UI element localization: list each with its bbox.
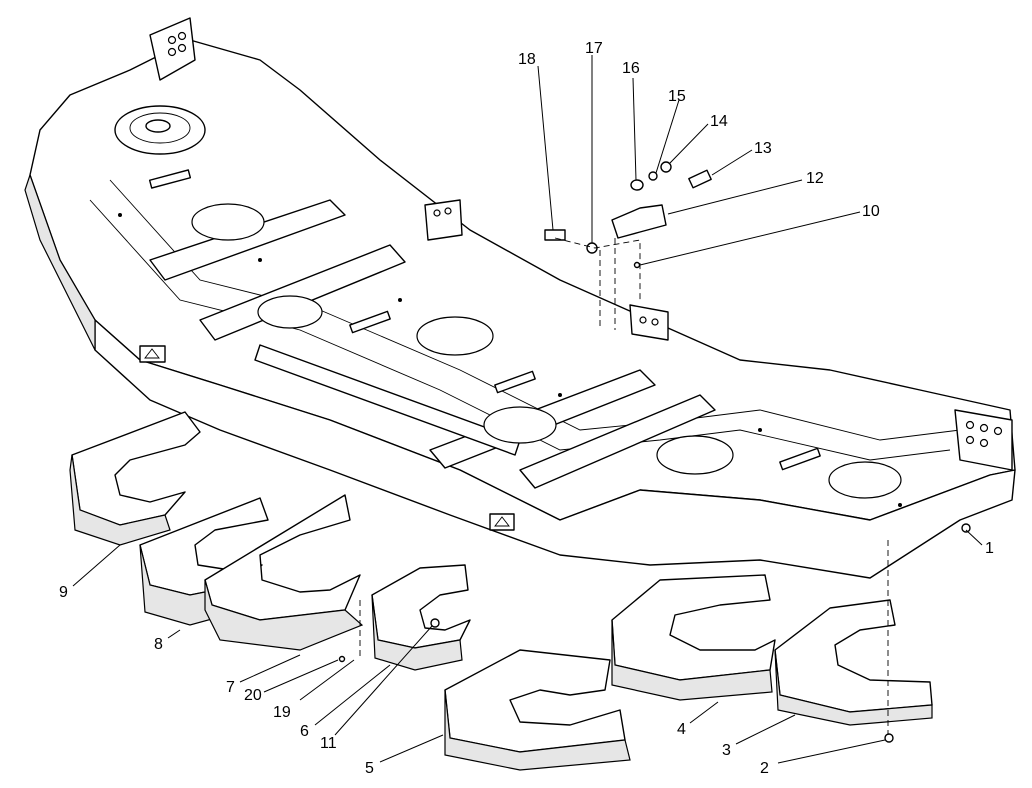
mount-bracket-right (954, 409, 1013, 471)
bolt-2 (884, 733, 894, 743)
callout-5: 5 (365, 760, 374, 777)
drive-pulley (114, 105, 206, 155)
callout-20: 20 (244, 687, 262, 704)
spindle-opening-left (191, 203, 265, 241)
baffle-3 (774, 599, 933, 726)
mount-bracket-center (424, 199, 669, 341)
callout-19: 19 (273, 704, 291, 721)
callout-2: 2 (760, 760, 769, 777)
callout-labels: 1 2 3 4 5 6 7 8 9 10 11 12 13 14 15 16 1… (59, 40, 994, 777)
callout-3: 3 (722, 742, 731, 759)
spindle-opening-center (416, 316, 494, 356)
baffle-4 (611, 574, 776, 701)
callout-9: 9 (59, 584, 68, 601)
callout-18: 18 (518, 51, 536, 68)
bolt-11 (430, 618, 440, 628)
baffle-5 (444, 649, 631, 771)
callout-6: 6 (300, 723, 309, 740)
mount-bracket-left (149, 17, 196, 81)
callout-15: 15 (668, 88, 686, 105)
bolt-18 (544, 229, 566, 241)
washer-16 (630, 179, 644, 191)
callout-14: 14 (710, 113, 728, 130)
washer-15 (648, 171, 658, 181)
callout-1: 1 (985, 540, 994, 557)
callout-8: 8 (154, 636, 163, 653)
deck-left-skirt (24, 173, 96, 351)
nut-1 (961, 523, 971, 533)
spindle-opening-left-rear (257, 295, 323, 329)
spacer-13 (688, 169, 712, 189)
screw-20 (338, 655, 346, 663)
callout-4: 4 (677, 721, 686, 738)
spindle-opening-right (656, 435, 734, 475)
leader-lines (72, 55, 983, 764)
callout-16: 16 (622, 60, 640, 77)
baffle-9 (69, 411, 201, 546)
deck-front-skirt (94, 319, 1016, 579)
callout-11: 11 (320, 735, 337, 752)
pin-10 (633, 261, 641, 269)
warning-decal-left (139, 345, 166, 363)
callout-13: 13 (754, 140, 772, 157)
spindle-opening-center-front (483, 406, 557, 444)
nut-14 (660, 161, 672, 173)
callout-10: 10 (862, 203, 880, 220)
baffle-6 (371, 564, 471, 671)
callout-17: 17 (585, 40, 603, 57)
callout-7: 7 (226, 679, 235, 696)
spindle-opening-right-end (828, 461, 902, 499)
mower-deck (24, 17, 1016, 579)
hardware-stack (338, 161, 971, 743)
baffle-7 (204, 494, 364, 651)
bracket-12 (611, 204, 667, 239)
callout-12: 12 (806, 170, 824, 187)
